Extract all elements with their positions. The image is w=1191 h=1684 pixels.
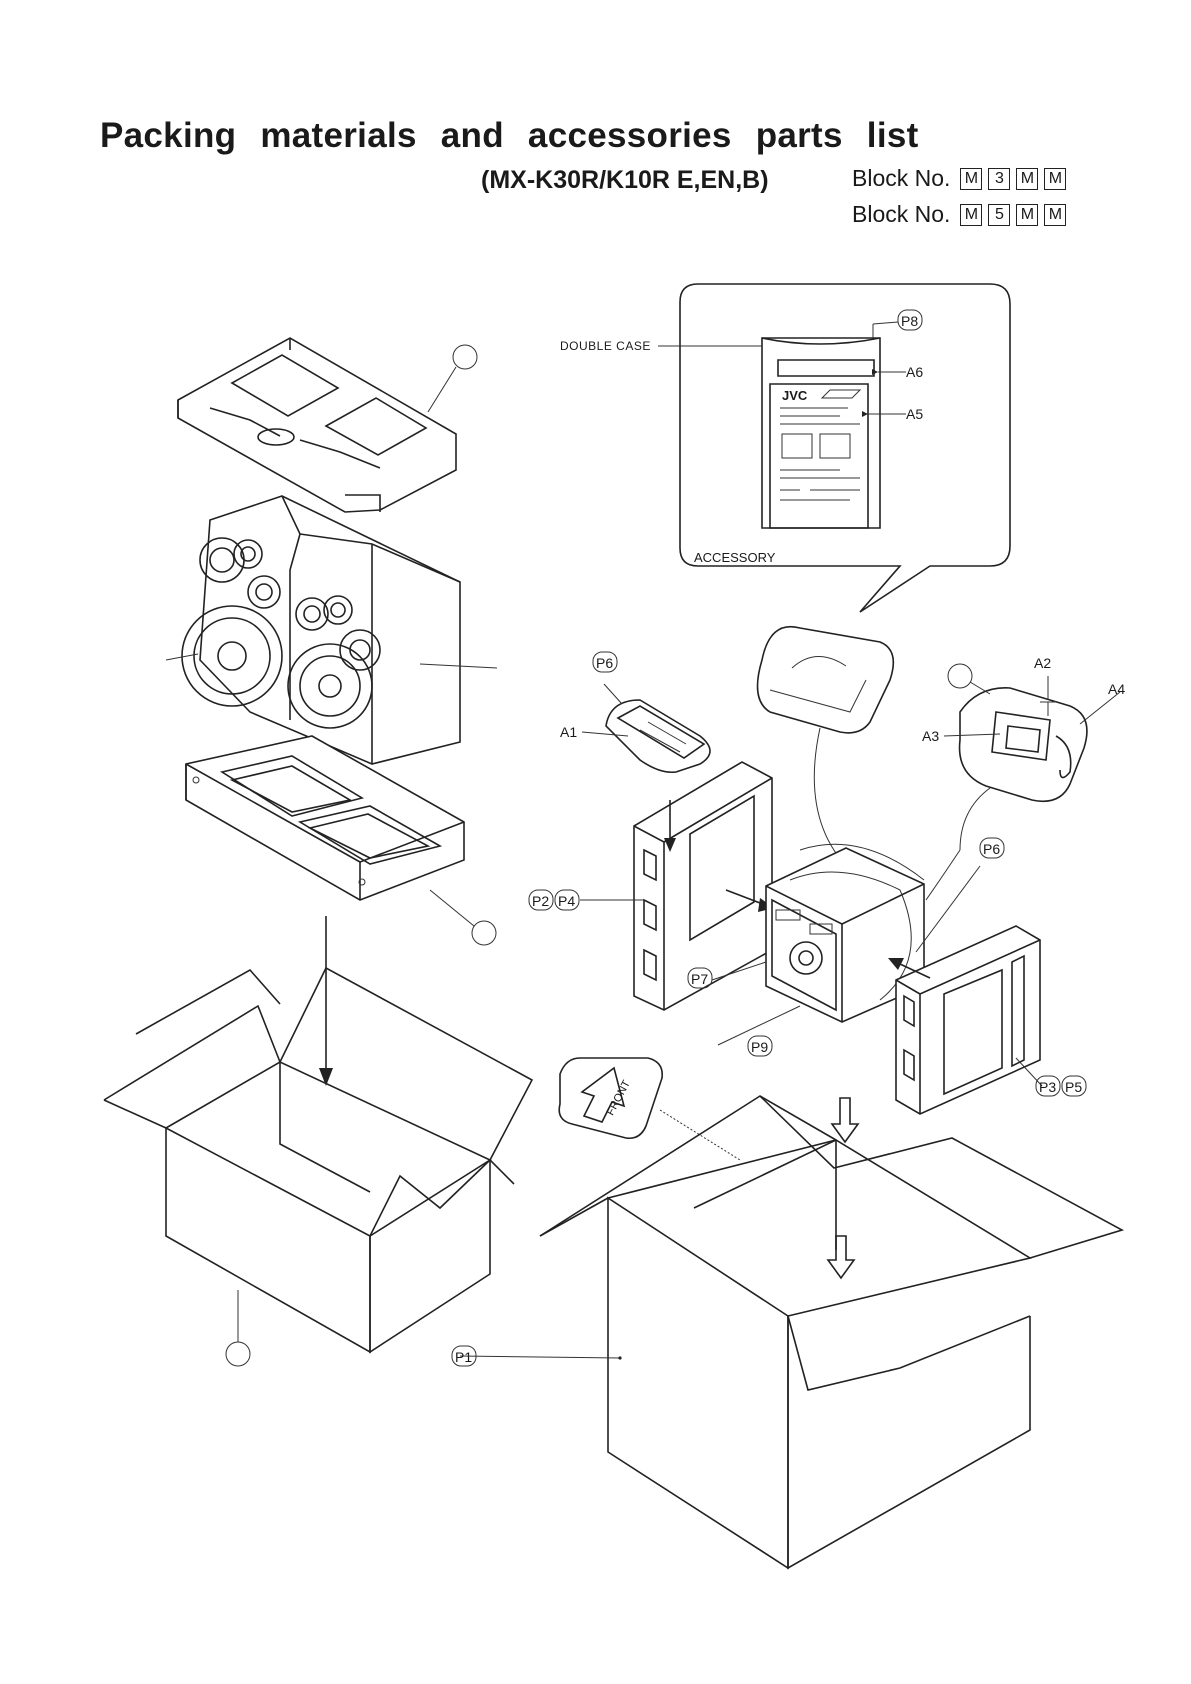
part-label-p1: P1 [455, 1349, 472, 1365]
front-arrow-icon: FRONT [559, 1058, 740, 1160]
part-label-p6-right: P6 [983, 841, 1000, 857]
part-labels: P8 P6 A1 A2 A4 A3 P6 P2 P4 P7 P9 P3 P5 P… [452, 310, 1125, 1366]
part-label-p5: P5 [1065, 1079, 1082, 1095]
jvc-logo-text: JVC [782, 388, 808, 403]
speaker-top-cushion [178, 338, 477, 512]
part-label-p2: P2 [532, 893, 549, 909]
speakers [166, 496, 497, 764]
left-side-cushion [580, 762, 774, 1010]
part-label-a2: A2 [1034, 655, 1051, 671]
double-case-label: DOUBLE CASE [560, 339, 651, 353]
speaker-bottom-cushion [186, 736, 496, 945]
part-label-a3: A3 [922, 728, 939, 744]
down-arrow [319, 916, 333, 1086]
front-label: FRONT [605, 1078, 634, 1117]
part-label-a5: A5 [906, 406, 923, 422]
part-label-a1: A1 [560, 724, 577, 740]
speaker-carton [104, 968, 532, 1366]
manual-bag [758, 627, 894, 870]
part-label-p6-top: P6 [596, 655, 613, 671]
callout-circle [226, 1342, 250, 1366]
part-label-p8: P8 [901, 313, 918, 329]
part-label-p3: P3 [1039, 1079, 1056, 1095]
part-label-a4: A4 [1108, 681, 1125, 697]
part-label-p7: P7 [691, 971, 708, 987]
part-label-p9: P9 [751, 1039, 768, 1055]
antenna-bag [944, 664, 1120, 850]
accessory-bubble: JVC DOUBLE CASE ACCESSORY A6 A5 [560, 284, 1010, 612]
callout-circle [453, 345, 477, 369]
part-label-a6: A6 [906, 364, 923, 380]
accessory-label: ACCESSORY [694, 550, 776, 565]
main-carton [460, 1096, 1122, 1568]
remote-control [582, 684, 710, 772]
callout-circle [472, 921, 496, 945]
part-label-p4: P4 [558, 893, 575, 909]
callout-circle [948, 664, 972, 688]
